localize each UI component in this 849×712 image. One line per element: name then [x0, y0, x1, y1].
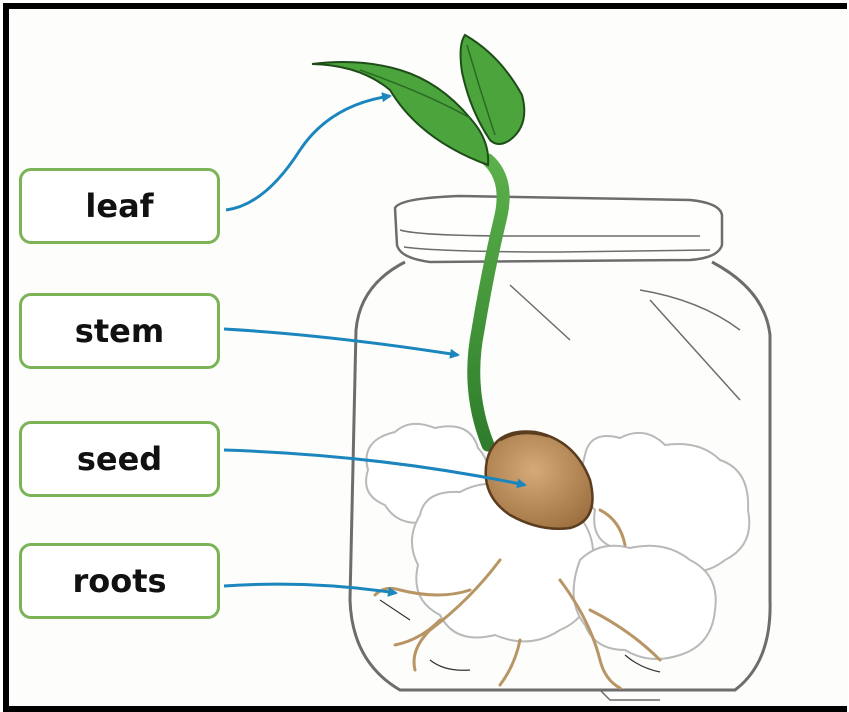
label-seed: seed — [19, 421, 220, 497]
label-stem: stem — [19, 293, 220, 369]
leaves — [312, 35, 524, 165]
stem-arrow — [224, 329, 458, 355]
label-roots: roots — [19, 543, 220, 619]
leaf-arrow — [226, 96, 390, 210]
roots-arrow — [224, 584, 396, 593]
label-leaf: leaf — [19, 168, 220, 244]
